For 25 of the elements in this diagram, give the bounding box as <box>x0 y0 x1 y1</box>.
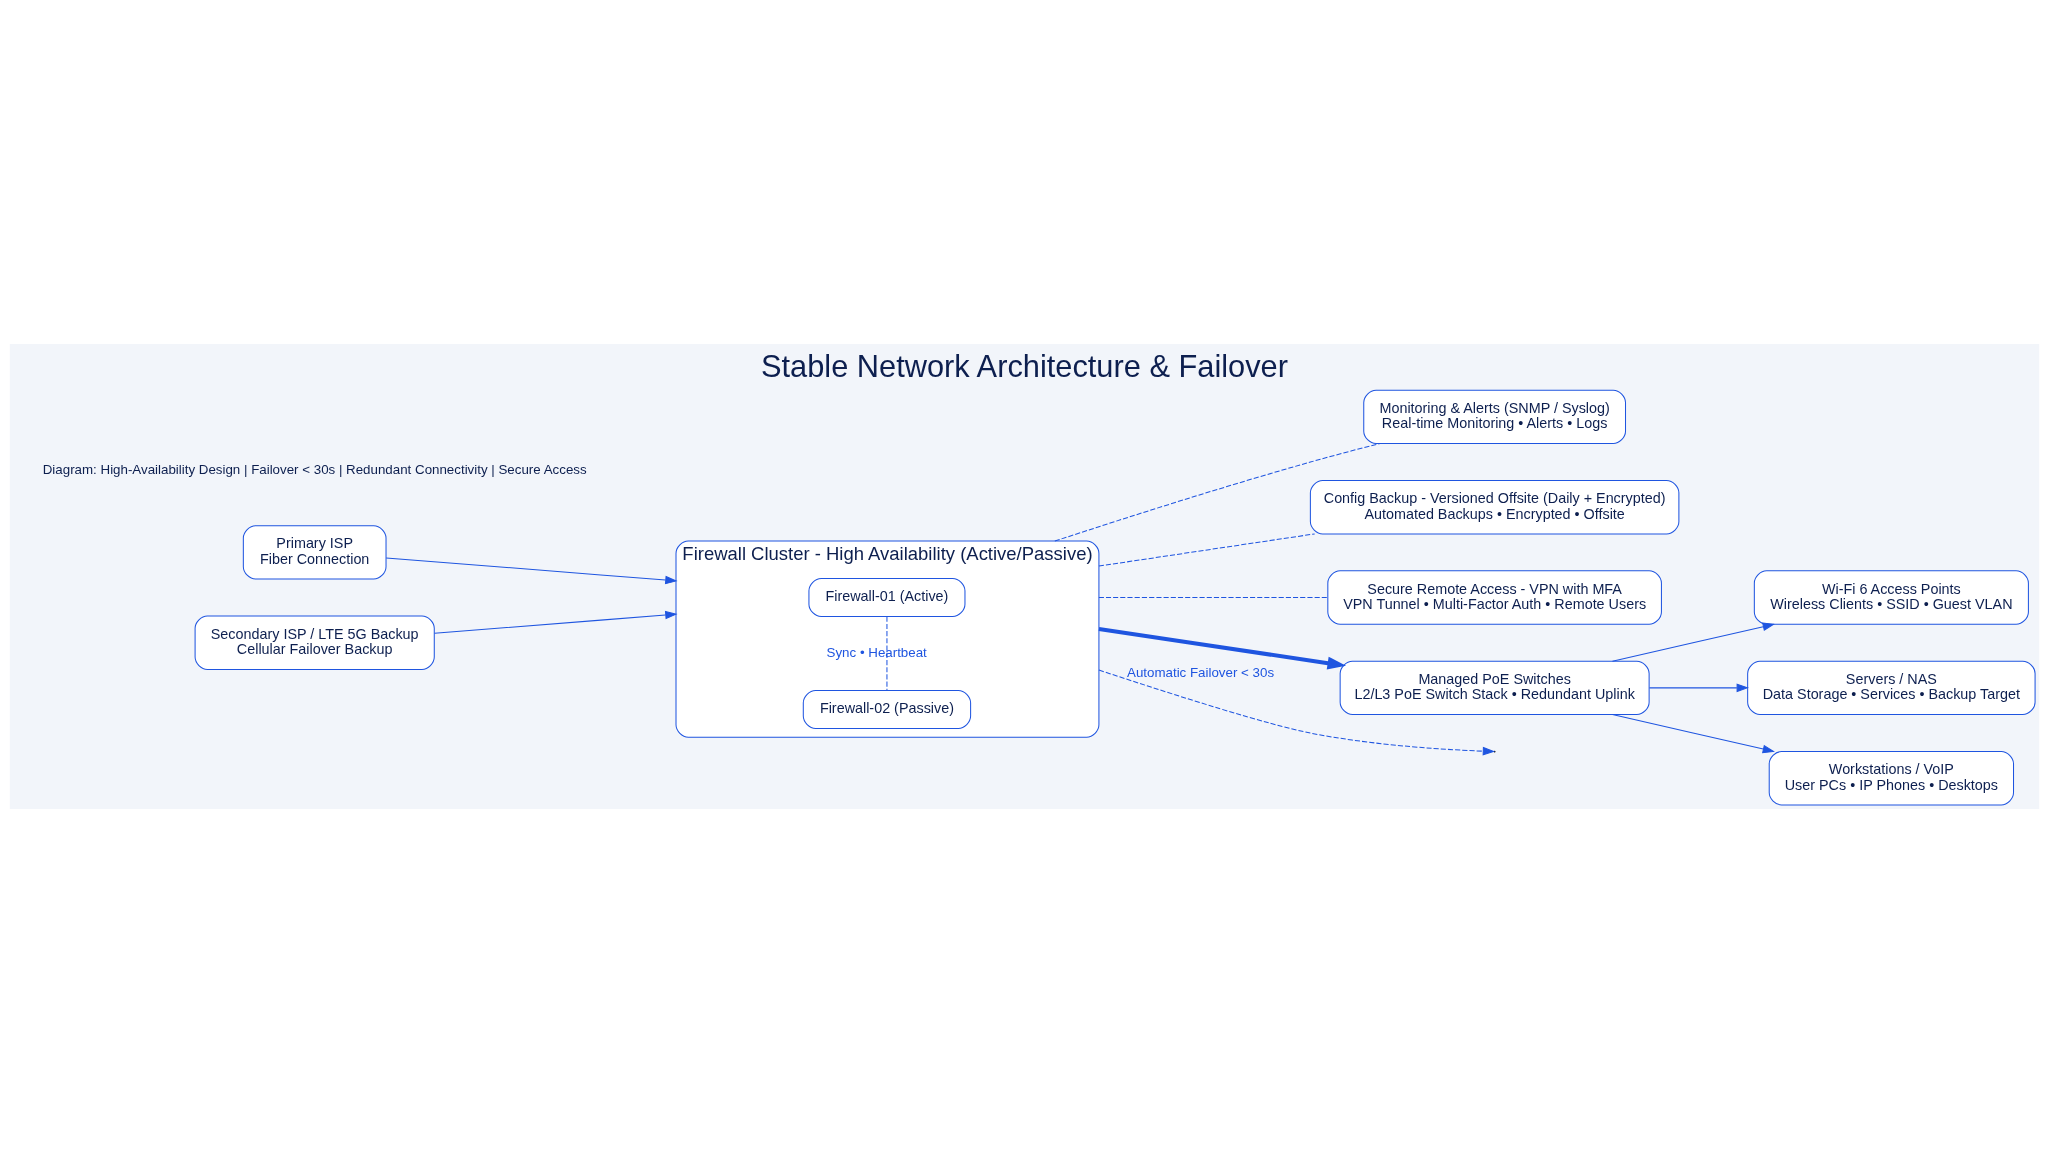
arrow <box>1098 626 1346 670</box>
arrow <box>385 556 678 584</box>
node-box: Config Backup - Versioned Offsite (Daily + Encrypted) Automated Backups • Encrypted • Offsite <box>1309 479 1679 534</box>
node-box: Servers / NAS Data Storage • Services • Backup Target <box>1746 660 2036 715</box>
arrow <box>433 610 678 634</box>
arrow <box>1648 683 1749 692</box>
node-box: Firewall-01 (Active) <box>807 577 965 617</box>
node-box: Secondary ISP / LTE 5G Backup Cellular Failover Backup <box>194 615 435 670</box>
connector <box>1097 596 1328 598</box>
caption: Diagram: High-Availability Design | Failover < 30s | Redundant Connectivity | Secure Access <box>42 461 587 477</box>
node-box: Primary ISP Fiber Connection <box>242 524 387 580</box>
node-box: Secure Remote Access - VPN with MFA VPN Tunnel • Multi-Factor Auth • Remote Users <box>1326 569 1662 625</box>
node-box: Monitoring & Alerts (SNMP / Syslog) Real-time Monitoring • Alerts • Logs <box>1362 389 1626 444</box>
edge-label: Sync • Heartbeat <box>826 644 927 660</box>
connector <box>1053 442 1380 542</box>
arrow <box>1611 621 1775 662</box>
node-box: Workstations / VoIP User PCs • IP Phones • Desktops <box>1768 750 2014 805</box>
connector <box>885 615 887 690</box>
node-box: Managed PoE Switches L2/L3 PoE Switch Stack • Redundant Uplink <box>1339 660 1650 715</box>
node-box: Wi-Fi 6 Access Points Wireless Clients • SSID • Guest VLAN <box>1753 569 2029 625</box>
arrow <box>1611 713 1775 753</box>
connector <box>1097 532 1315 567</box>
diagram-title: Stable Network Architecture & Failover <box>760 348 1288 384</box>
node-box: Firewall-02 (Passive) <box>802 689 971 729</box>
edge-label: Automatic Failover < 30s <box>1126 664 1274 680</box>
